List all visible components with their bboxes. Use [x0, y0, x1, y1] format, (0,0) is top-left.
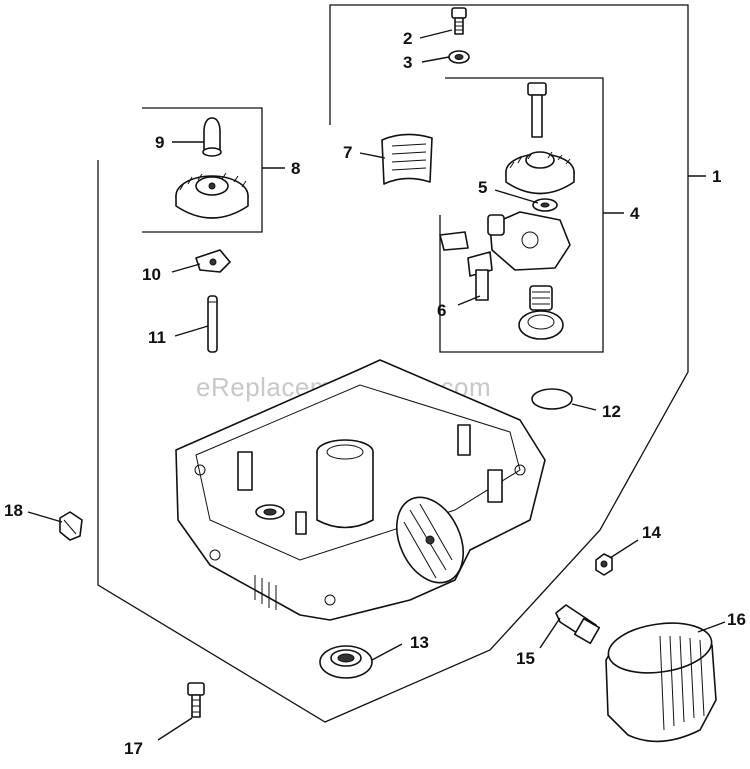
oil-pump-group-box: [439, 77, 604, 353]
part-bushing-7: [381, 133, 433, 185]
callout-16: 16: [727, 610, 746, 629]
part-oil-filter-16: [605, 622, 717, 743]
part-screw-2: [451, 7, 467, 35]
leader-lines: [27, 29, 726, 741]
part-gear-8: [175, 172, 249, 219]
callout-13: 13: [410, 633, 429, 652]
callout-12: 12: [602, 402, 621, 421]
callout-11: 11: [148, 328, 166, 347]
part-washer-3: [448, 50, 470, 64]
callout-5: 5: [478, 178, 487, 197]
callout-7: 7: [343, 143, 352, 162]
assembly-outline: [97, 4, 689, 723]
part-nut-14: [595, 553, 613, 576]
part-seal-13: [319, 645, 373, 679]
callout-9: 9: [155, 133, 164, 152]
part-o-ring-12: [531, 388, 573, 410]
callout-2: 2: [403, 29, 412, 48]
gear-group-box: [142, 107, 263, 233]
part-pin-11: [207, 295, 218, 353]
part-washer-5: [532, 198, 558, 212]
callout-4: 4: [630, 204, 640, 223]
callout-1: 1: [712, 167, 721, 186]
callout-15: 15: [516, 649, 535, 668]
part-plug-9: [202, 117, 222, 157]
callout-17: 17: [124, 739, 143, 758]
part-oil-pump-4: [439, 82, 575, 340]
callout-10: 10: [142, 265, 161, 284]
callout-6: 6: [437, 301, 446, 320]
part-fitting-15: [555, 604, 601, 645]
part-crankcase-cover: [175, 359, 546, 621]
callout-3: 3: [403, 53, 412, 72]
part-plug-18: [59, 511, 83, 541]
part-stop-10: [195, 249, 231, 273]
callout-8: 8: [291, 159, 300, 178]
callout-14: 14: [642, 523, 661, 542]
callout-18: 18: [4, 501, 23, 520]
part-bolt-17: [187, 682, 205, 718]
